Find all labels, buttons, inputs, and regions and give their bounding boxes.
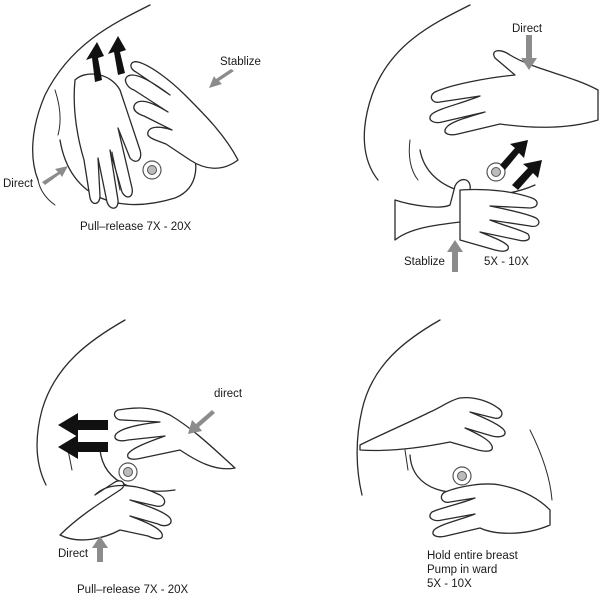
direct-arrow-bottom xyxy=(92,536,108,562)
right-hand xyxy=(124,61,239,169)
direct-arrow xyxy=(42,166,68,185)
motion-arrow xyxy=(58,435,108,459)
torso-line xyxy=(37,179,56,206)
motion-arrows-up-right xyxy=(500,140,542,190)
nipple xyxy=(491,167,501,177)
underarm-line xyxy=(404,449,409,471)
illustration-4 xyxy=(356,319,553,538)
nipple xyxy=(123,467,133,477)
direct-arrow-side xyxy=(188,410,215,434)
caption-3: Pull–release 7X - 20X xyxy=(77,583,188,597)
stabilize-arrow xyxy=(447,240,463,272)
bottom-hand xyxy=(59,480,172,541)
bottom-hand xyxy=(429,483,551,538)
motion-arrow xyxy=(86,42,104,82)
top-hand xyxy=(113,407,236,470)
motion-arrow xyxy=(58,413,108,437)
bottom-hand xyxy=(394,179,540,252)
panel-hold-entire-breast: Hold entire breast Pump in ward 5X - 10X xyxy=(300,300,600,600)
chest-line xyxy=(529,429,553,501)
shoulder-line xyxy=(36,319,126,486)
stabilize-label: Stablize xyxy=(220,56,261,68)
motion-arrow xyxy=(108,36,126,75)
panel-stabilize-direct: Direct Stablize 5X - 10X xyxy=(300,0,600,300)
caption-line: Pull–release 7X - 20X xyxy=(77,584,189,596)
left-hand xyxy=(73,73,142,209)
caption-1: Pull–release 7X - 20X xyxy=(80,220,191,234)
motion-arrows-up xyxy=(86,36,126,82)
shoulder-line xyxy=(32,4,151,181)
direct-bottom-label: Direct xyxy=(58,548,89,560)
illustration-1 xyxy=(32,4,239,209)
direct-side-label: direct xyxy=(214,388,243,400)
top-hand xyxy=(359,396,506,452)
motion-arrow xyxy=(500,140,528,170)
top-hand xyxy=(429,50,599,136)
caption-2: 5X - 10X xyxy=(484,255,529,269)
illustration-2 xyxy=(363,4,599,272)
caption-line: Pull–release 7X - 20X xyxy=(80,221,192,233)
breast-outline xyxy=(99,449,176,492)
nipple xyxy=(147,165,157,175)
panel-pull-release-horizontal: direct Direct Pull–release 7X - 20X xyxy=(0,300,300,600)
caption-4: Hold entire breast Pump in ward 5X - 10X xyxy=(427,549,518,591)
shoulder-line xyxy=(363,4,471,181)
caption-line: Hold entire breast xyxy=(427,550,518,562)
underarm-line xyxy=(408,139,419,181)
illustration-3 xyxy=(36,319,236,562)
panel-pull-release-vertical: Stablize Direct Pull–release 7X - 20X xyxy=(0,0,300,300)
shoulder-line xyxy=(356,319,441,496)
nipple xyxy=(457,471,467,481)
motion-arrow xyxy=(512,160,542,190)
stabilize-arrow xyxy=(209,69,234,88)
stabilize-label: Stablize xyxy=(404,256,445,268)
direct-label: Direct xyxy=(3,178,34,190)
caption-line: Pump in ward xyxy=(427,564,498,576)
motion-arrows-left xyxy=(58,413,108,459)
breast-outline xyxy=(59,139,197,206)
direct-label: Direct xyxy=(512,23,543,35)
direct-arrow xyxy=(521,35,537,70)
caption-line: 5X - 10X xyxy=(484,256,529,268)
underarm-line xyxy=(54,89,61,136)
caption-line: 5X - 10X xyxy=(427,578,472,590)
